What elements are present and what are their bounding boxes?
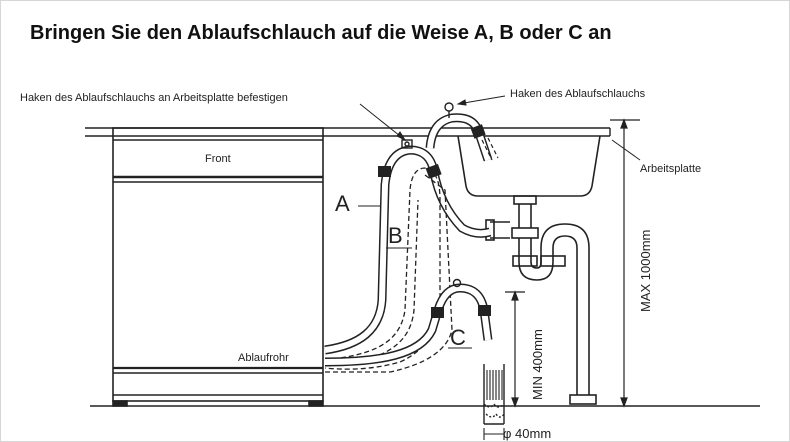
drain-pipe-label: Ablaufrohr [238, 352, 289, 364]
countertop [85, 127, 611, 137]
max-height-dimension [610, 118, 640, 408]
page-title: Bringen Sie den Ablaufschlauch auf die W… [30, 22, 612, 44]
sink-hook-hose [425, 102, 499, 162]
option-c-label: C [450, 325, 466, 350]
hook-counter-label: Haken des Ablaufschlauchs an Arbeitsplat… [20, 92, 288, 104]
min-height-dimension [505, 290, 525, 408]
leader-lines [358, 95, 641, 349]
diameter-label: φ 40mm [503, 426, 551, 441]
diameter-dimension [483, 428, 505, 440]
max-height-label: MAX 1000mm [638, 230, 653, 312]
option-b-label: B [388, 223, 403, 248]
countertop-label: Arbeitsplatte [640, 163, 701, 175]
hook-label: Haken des Ablaufschlauchs [510, 88, 646, 100]
option-a-label: A [335, 191, 350, 216]
hose-c [324, 278, 493, 367]
counter-hook [401, 139, 413, 149]
dishwasher [112, 127, 324, 407]
hose-a [324, 145, 492, 355]
sink-trap [485, 204, 597, 405]
min-height-label: MIN 400mm [530, 329, 545, 400]
sink-basin [457, 135, 601, 205]
standpipe [483, 364, 505, 425]
front-label: Front [205, 153, 231, 165]
